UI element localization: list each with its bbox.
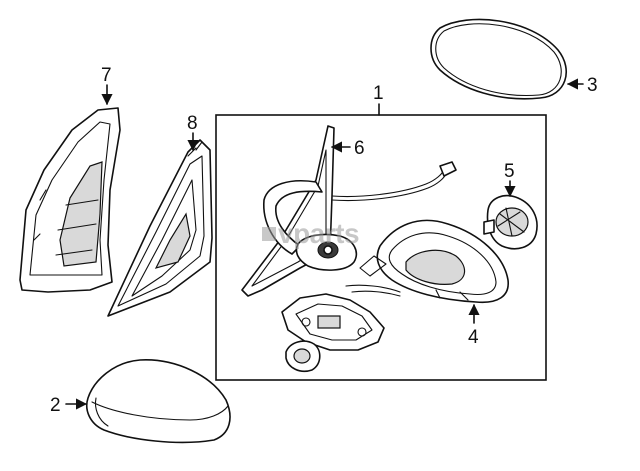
callout-6-label: 6 xyxy=(354,138,365,159)
watermark-logo: vparts xyxy=(262,218,360,249)
part-small-motor xyxy=(285,340,321,373)
part-7-sail-cover xyxy=(19,107,121,293)
watermark-text: vparts xyxy=(278,218,359,249)
part-3-mirror-glass xyxy=(430,18,568,100)
part-actuator-bracket xyxy=(281,293,385,351)
callout-7-label: 7 xyxy=(101,65,112,86)
callout-8-label: 8 xyxy=(187,113,198,134)
assembly-box xyxy=(215,114,547,381)
part-6-mirror-base xyxy=(241,125,457,297)
part-8-trim xyxy=(107,139,213,317)
part-4-housing xyxy=(345,219,509,304)
callout-1-label: 1 xyxy=(373,83,384,104)
part-2-cover-cap xyxy=(86,359,231,444)
callout-5-label: 5 xyxy=(504,161,515,182)
callout-3-label: 3 xyxy=(587,75,598,96)
part-5-motor xyxy=(483,194,538,250)
callout-4-label: 4 xyxy=(468,327,479,348)
callout-2-label: 2 xyxy=(50,395,61,416)
